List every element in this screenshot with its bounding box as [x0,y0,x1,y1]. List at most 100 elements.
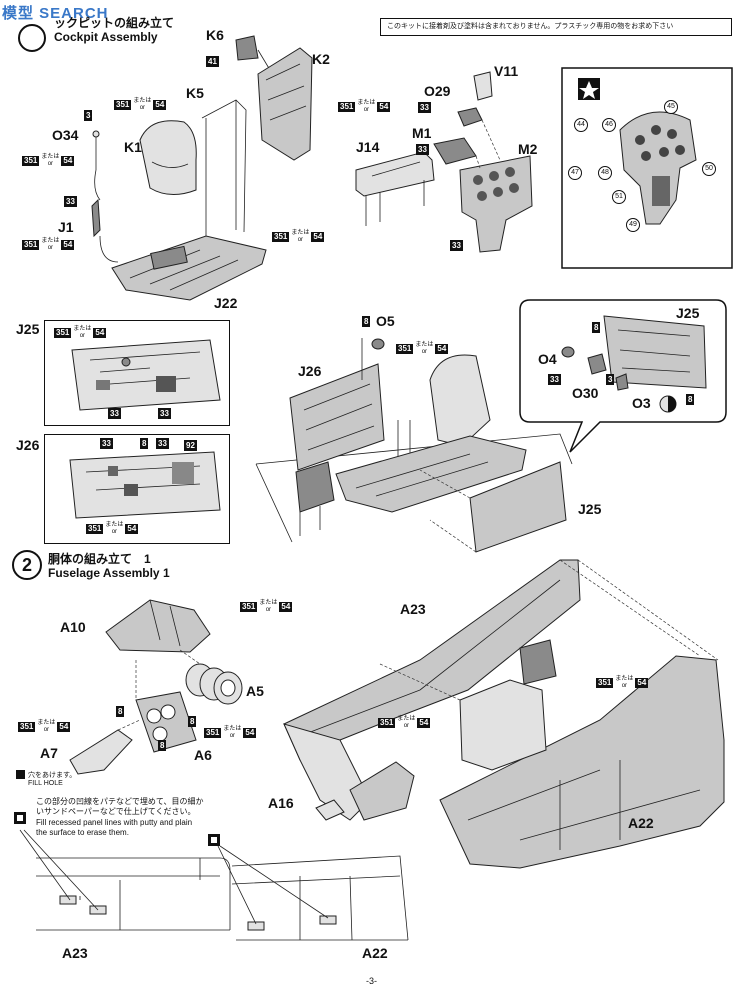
watermark-text: 模型 SEARCH [2,5,109,22]
paint-33-j25box-b: 33 [158,408,171,419]
step2-number: 2 [21,555,32,575]
label-a23: A23 [400,601,426,617]
step2-title-en: Fuselage Assembly 1 [48,566,170,580]
label-j22: J22 [214,295,238,311]
part-k1-shape [139,120,197,195]
part-k2-shape [257,47,313,161]
decal-48: 48 [598,166,612,180]
label-j25-callout: J25 [676,305,700,321]
part-a7-shape [69,729,133,775]
paint-3-o34: 3 [84,110,93,121]
decal-51: 51 [612,190,626,204]
j26-detail-box [44,434,230,544]
label-k2: K2 [312,51,330,67]
part-a6-shape [135,691,197,753]
watermark-logo: 模型 SEARCH [2,2,152,22]
decal-45: 45 [664,100,678,114]
part-a22-shape [439,655,725,869]
part-a10-shape [105,599,211,653]
paint-33-o4: 33 [548,374,561,385]
part-j1-shape [91,198,101,238]
label-a22: A22 [628,815,654,831]
label-a10: A10 [60,619,86,635]
label-o34: O34 [52,127,79,143]
paint-8-a6-a: 8 [116,706,125,717]
part-k6-shape [235,35,259,61]
decal-47: 47 [568,166,582,180]
label-k6: K6 [206,27,224,43]
label-m1: M1 [412,125,432,141]
paint-8-o3: 8 [686,394,695,405]
label-a23-panel: A23 [62,945,88,961]
paint-3-o3: 3 [606,374,615,385]
label-m2: M2 [518,141,538,157]
paint-8-callout: 8 [592,322,601,333]
paint-33-j26box-a: 33 [100,438,113,449]
paint-41: 41 [206,56,219,67]
part-k5-shape [201,99,247,240]
label-a5: A5 [246,683,264,699]
decal-49: 49 [626,218,640,232]
part-a16-shape [315,799,345,821]
part-v11-shape [473,71,493,101]
j25-j26-detail-drawing [69,339,221,519]
label-o29: O29 [424,83,451,99]
paint-8-a6-b: 8 [188,716,197,727]
label-j1: J1 [58,219,74,235]
paint-8-j26box: 8 [140,438,149,449]
paint-8-o5: 8 [362,316,371,327]
label-k5: K5 [186,85,204,101]
part-j25-shape [469,461,567,553]
cockpit-parts-drawing [91,35,733,301]
label-o4: O4 [538,351,557,367]
paint-33-j26box-b: 33 [156,438,169,449]
part-a5-shape [185,663,243,705]
fill-hole-note-en: FILL HOLE [28,780,63,787]
putty-note-en-2: the surface to erase them. [36,828,129,837]
step1-number-circle [18,24,46,52]
part-o5-shape [371,338,385,350]
label-j26: J26 [298,363,322,379]
label-a7: A7 [40,745,58,761]
label-a6: A6 [194,747,212,763]
label-k1: K1 [124,139,142,155]
label-o30: O30 [572,385,599,401]
decal-46: 46 [602,118,616,132]
label-o3: O3 [632,395,651,411]
notice-box: このキットに接着剤及び塗料は含まれておりません。プラスチック専用の物をお求め下さ… [380,18,732,36]
notice-text: このキットに接着剤及び塗料は含まれておりません。プラスチック専用の物をお求め下さ… [387,23,674,30]
paint-33-j1: 33 [64,196,77,207]
paint-33-m2: 33 [450,240,463,251]
decal-44: 44 [574,118,588,132]
paint-33-o29: 33 [418,102,431,113]
part-j26-shape [289,363,385,471]
putty-note-jp-1: この部分の凹線をパテなどで埋めて、目の細か [36,797,204,806]
label-a22-panel: A22 [362,945,388,961]
decal-50: 50 [702,162,716,176]
step1-title-en: Cockpit Assembly [54,30,158,44]
label-v11: V11 [494,63,519,79]
step1-title-jp: ックピットの組み立て [54,16,175,30]
panel-view-a23 [36,857,231,931]
paint-33-j25box-a: 33 [108,408,121,419]
label-j14: J14 [356,139,380,155]
cockpit-subassembly-drawing [255,299,727,553]
label-j25-detail: J25 [16,321,40,337]
panel-view-a22 [231,855,409,941]
label-a16: A16 [268,795,294,811]
label-j25: J25 [578,501,602,517]
paint-33-m1: 33 [416,144,429,155]
